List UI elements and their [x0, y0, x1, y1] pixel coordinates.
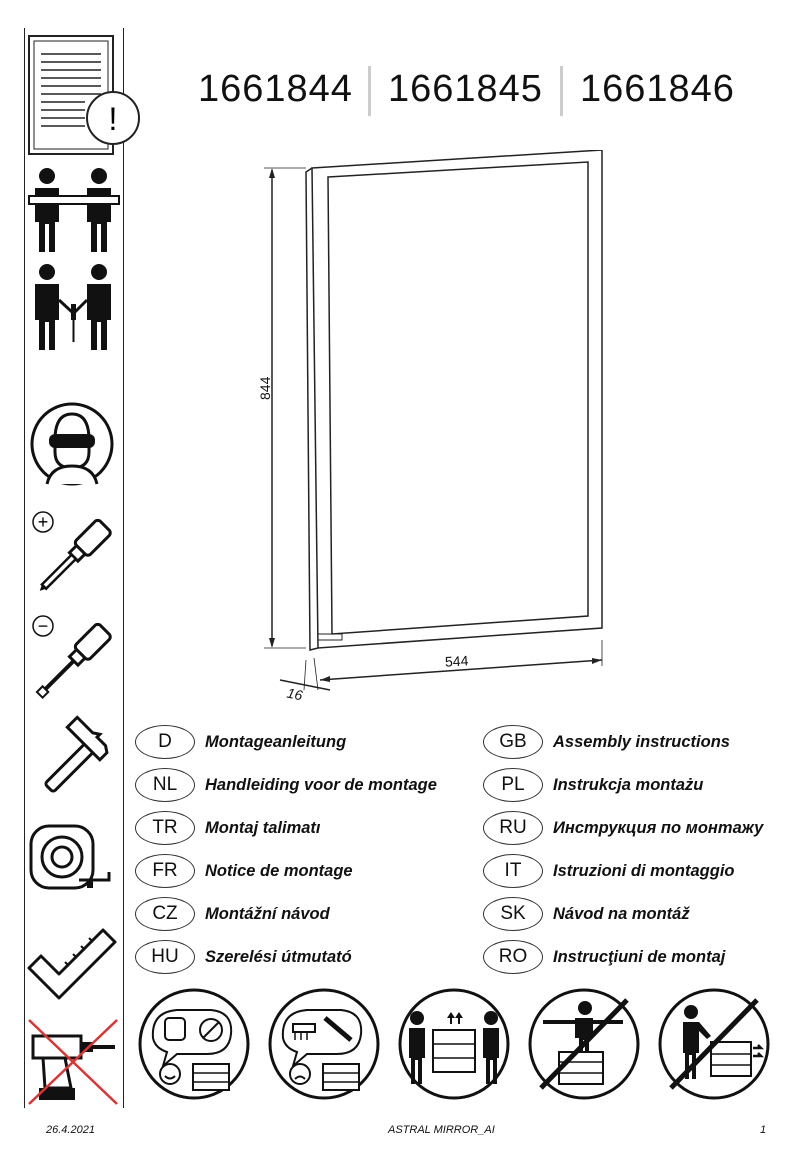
- model-number: 1661844: [198, 68, 353, 110]
- minus-mark: −: [38, 616, 49, 636]
- do-not-stand-on-icon: [528, 988, 640, 1100]
- separator: [368, 66, 371, 116]
- phillips-screwdriver-icon: +: [32, 511, 112, 591]
- safety-goggles-icon: [30, 402, 114, 486]
- language-code: RO: [483, 940, 543, 974]
- warning-mark: !: [109, 101, 118, 137]
- do-not-push-icon: [658, 988, 770, 1100]
- language-title: Montážní návod: [205, 904, 330, 923]
- tape-measure-icon: [29, 824, 111, 890]
- language-code: HU: [135, 940, 195, 974]
- language-title: Istruzioni di montaggio: [553, 861, 735, 880]
- language-code: D: [135, 725, 195, 759]
- mirror-drawing: [264, 150, 603, 691]
- language-title: Montaj talimatı: [205, 818, 321, 837]
- language-title: Szerelési útmutató: [205, 947, 352, 966]
- language-code: CZ: [135, 897, 195, 931]
- language-item: HU Szerelési útmutató: [135, 937, 352, 977]
- height-dimension: 844: [257, 376, 273, 400]
- language-code: GB: [483, 725, 543, 759]
- language-code: RU: [483, 811, 543, 845]
- language-item: SK Návod na montáž: [483, 894, 690, 934]
- two-persons-assembly-icon: [35, 264, 111, 350]
- language-item: RO Instrucţiuni de montaj: [483, 937, 725, 977]
- language-code: TR: [135, 811, 195, 845]
- language-item: RU Инструкция по монтажу: [483, 808, 763, 848]
- language-title: Návod na montáž: [553, 904, 690, 923]
- language-item: FR Notice de montage: [135, 851, 353, 891]
- no-drill-icon: [28, 1019, 118, 1105]
- language-item: CZ Montážní návod: [135, 894, 330, 934]
- two-persons-carry-icon: [28, 168, 120, 252]
- language-title: Assembly instructions: [553, 732, 730, 751]
- page-number: 1: [760, 1124, 767, 1136]
- language-item: D Montageanleitung: [135, 722, 346, 762]
- language-title: Notice de montage: [205, 861, 353, 880]
- clean-dry-hands-happy-icon: [138, 988, 250, 1100]
- language-item: TR Montaj talimatı: [135, 808, 321, 848]
- language-title: Instrukcja montażu: [553, 775, 704, 794]
- depth-dimension: 16: [285, 684, 305, 704]
- warning-pictograms: [135, 988, 795, 1100]
- language-code: PL: [483, 768, 543, 802]
- footer-title: ASTRAL MIRROR_AI: [388, 1124, 495, 1136]
- language-code: NL: [135, 768, 195, 802]
- width-dimension: 544: [444, 652, 469, 670]
- two-person-lift-icon: [398, 988, 510, 1100]
- language-item: IT Istruzioni di montaggio: [483, 851, 734, 891]
- language-title: Instrucţiuni de montaj: [553, 947, 726, 966]
- language-title: Montageanleitung: [205, 732, 347, 751]
- model-number: 1661845: [388, 68, 543, 110]
- footer-date: 26.4.2021: [46, 1124, 95, 1136]
- language-code: SK: [483, 897, 543, 931]
- square-ruler-icon: [27, 928, 117, 1000]
- no-tools-sad-icon: [268, 988, 380, 1100]
- language-item: PL Instrukcja montażu: [483, 765, 703, 805]
- language-item: NL Handleiding voor de montage: [135, 765, 437, 805]
- model-numbers: 1661844 1661845 1661846: [190, 66, 750, 118]
- flat-screwdriver-icon: −: [32, 615, 112, 700]
- language-title: Handleiding voor de montage: [205, 775, 437, 794]
- language-code: FR: [135, 854, 195, 888]
- plus-mark: +: [38, 512, 49, 532]
- read-instructions-icon: !: [28, 35, 140, 155]
- language-code: IT: [483, 854, 543, 888]
- language-title: Инструкция по монтажу: [553, 818, 764, 837]
- language-item: GB Assembly instructions: [483, 722, 730, 762]
- sidebar: ! +: [24, 28, 140, 1108]
- separator: [560, 66, 563, 116]
- model-number: 1661846: [580, 68, 735, 110]
- hammer-icon: [44, 715, 109, 793]
